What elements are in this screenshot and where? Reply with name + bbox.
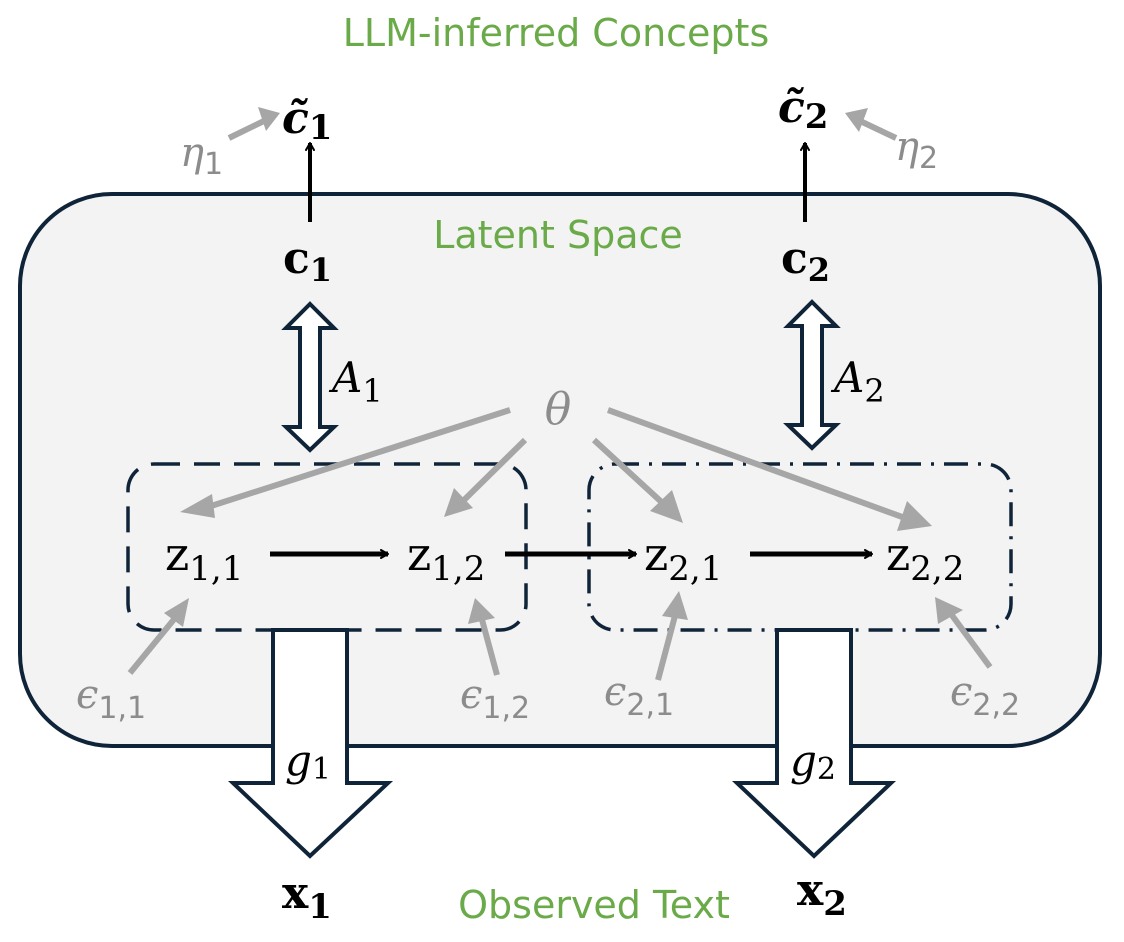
var-theta: θ xyxy=(545,384,572,435)
var-c1-tilde: c̃1 xyxy=(282,93,332,148)
var-z12: z1,2 xyxy=(407,527,485,589)
var-z22: z2,2 xyxy=(886,527,964,589)
var-c1: c1 xyxy=(283,233,332,289)
var-g1: g1 xyxy=(285,736,331,787)
var-x1: x1 xyxy=(282,868,332,927)
var-x2: x2 xyxy=(797,865,847,924)
var-A2: A2 xyxy=(830,353,885,410)
var-eta1: η1 xyxy=(180,130,223,182)
arrow-theta-to-z21 xyxy=(591,437,683,523)
var-eps11: ϵ1,1 xyxy=(76,672,146,726)
block-arrow-g1 xyxy=(227,628,394,859)
var-g2: g2 xyxy=(790,736,836,787)
var-eps12: ϵ1,2 xyxy=(460,672,530,726)
double-arrow-A1 xyxy=(281,301,339,453)
var-eps21: ϵ2,1 xyxy=(604,669,674,723)
var-z11: z1,1 xyxy=(165,527,243,589)
arrow-eps22-to-z22 xyxy=(935,597,993,669)
var-eta2: η2 xyxy=(895,124,938,176)
var-z21: z2,1 xyxy=(644,527,722,589)
arrow-theta-to-z12 xyxy=(444,437,528,517)
title-llm-concepts: LLM-inferred Concepts xyxy=(343,11,770,55)
var-eps22: ϵ2,2 xyxy=(950,669,1020,723)
arrow-eta2 xyxy=(845,108,898,141)
var-c2-tilde: c̃2 xyxy=(778,82,828,137)
arrow-theta-to-z11 xyxy=(180,407,511,518)
arrow-eps11-to-z11 xyxy=(127,598,189,675)
block-arrow-g2 xyxy=(731,628,897,859)
var-c2: c2 xyxy=(781,233,830,289)
arrow-eps21-to-z21 xyxy=(655,591,688,681)
double-arrow-A2 xyxy=(783,299,841,451)
latent-space-label: Latent Space xyxy=(433,213,683,257)
latent-space-frame xyxy=(18,192,1102,748)
group-box-1 xyxy=(126,462,528,632)
arrow-eta1 xyxy=(227,107,280,141)
arrow-eps12-to-z12 xyxy=(468,598,500,676)
observed-text-label: Observed Text xyxy=(458,883,730,927)
var-A1: A1 xyxy=(328,353,383,410)
arrow-theta-to-z22 xyxy=(606,407,932,531)
